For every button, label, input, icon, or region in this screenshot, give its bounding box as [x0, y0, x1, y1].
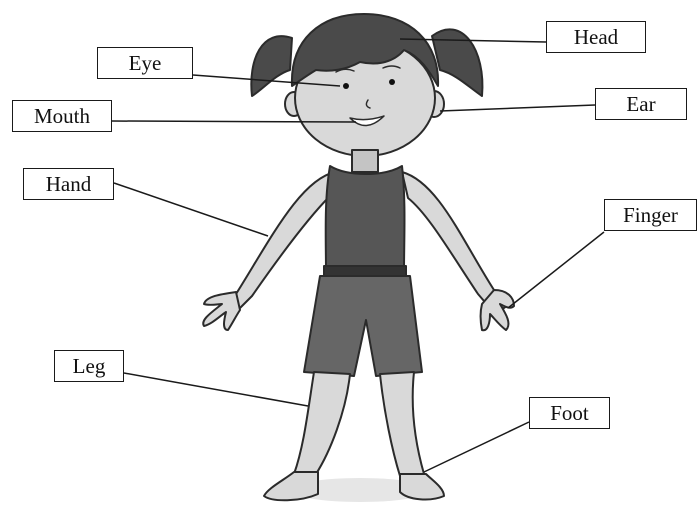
foot-leader-line: [424, 422, 529, 472]
foot-label: Foot: [529, 397, 610, 429]
leg-leader-line: [124, 373, 308, 406]
shorts-shape: [304, 276, 422, 376]
eye-right-shape: [389, 79, 395, 85]
shirt-shape: [326, 166, 405, 272]
left-leg-shape: [294, 372, 350, 474]
eye-label: Eye: [97, 47, 193, 79]
leg-label: Leg: [54, 350, 124, 382]
hand-label: Hand: [23, 168, 114, 200]
finger-label: Finger: [604, 199, 697, 231]
mouth-leader-line: [112, 121, 356, 122]
left-foot-shape: [264, 472, 318, 500]
girl-illustration: [203, 14, 514, 502]
neck-shape: [352, 150, 378, 172]
ear-leader-line: [440, 105, 595, 111]
left-hand-shape: [203, 292, 240, 330]
hand-leader-line: [114, 183, 268, 236]
right-leg-shape: [380, 372, 424, 476]
eye-left-shape: [343, 83, 349, 89]
head-label: Head: [546, 21, 646, 53]
mouth-label: Mouth: [12, 100, 112, 132]
right-foot-shape: [400, 474, 444, 499]
left-pigtail: [251, 36, 292, 96]
ear-label: Ear: [595, 88, 687, 120]
finger-leader-line: [508, 232, 604, 308]
